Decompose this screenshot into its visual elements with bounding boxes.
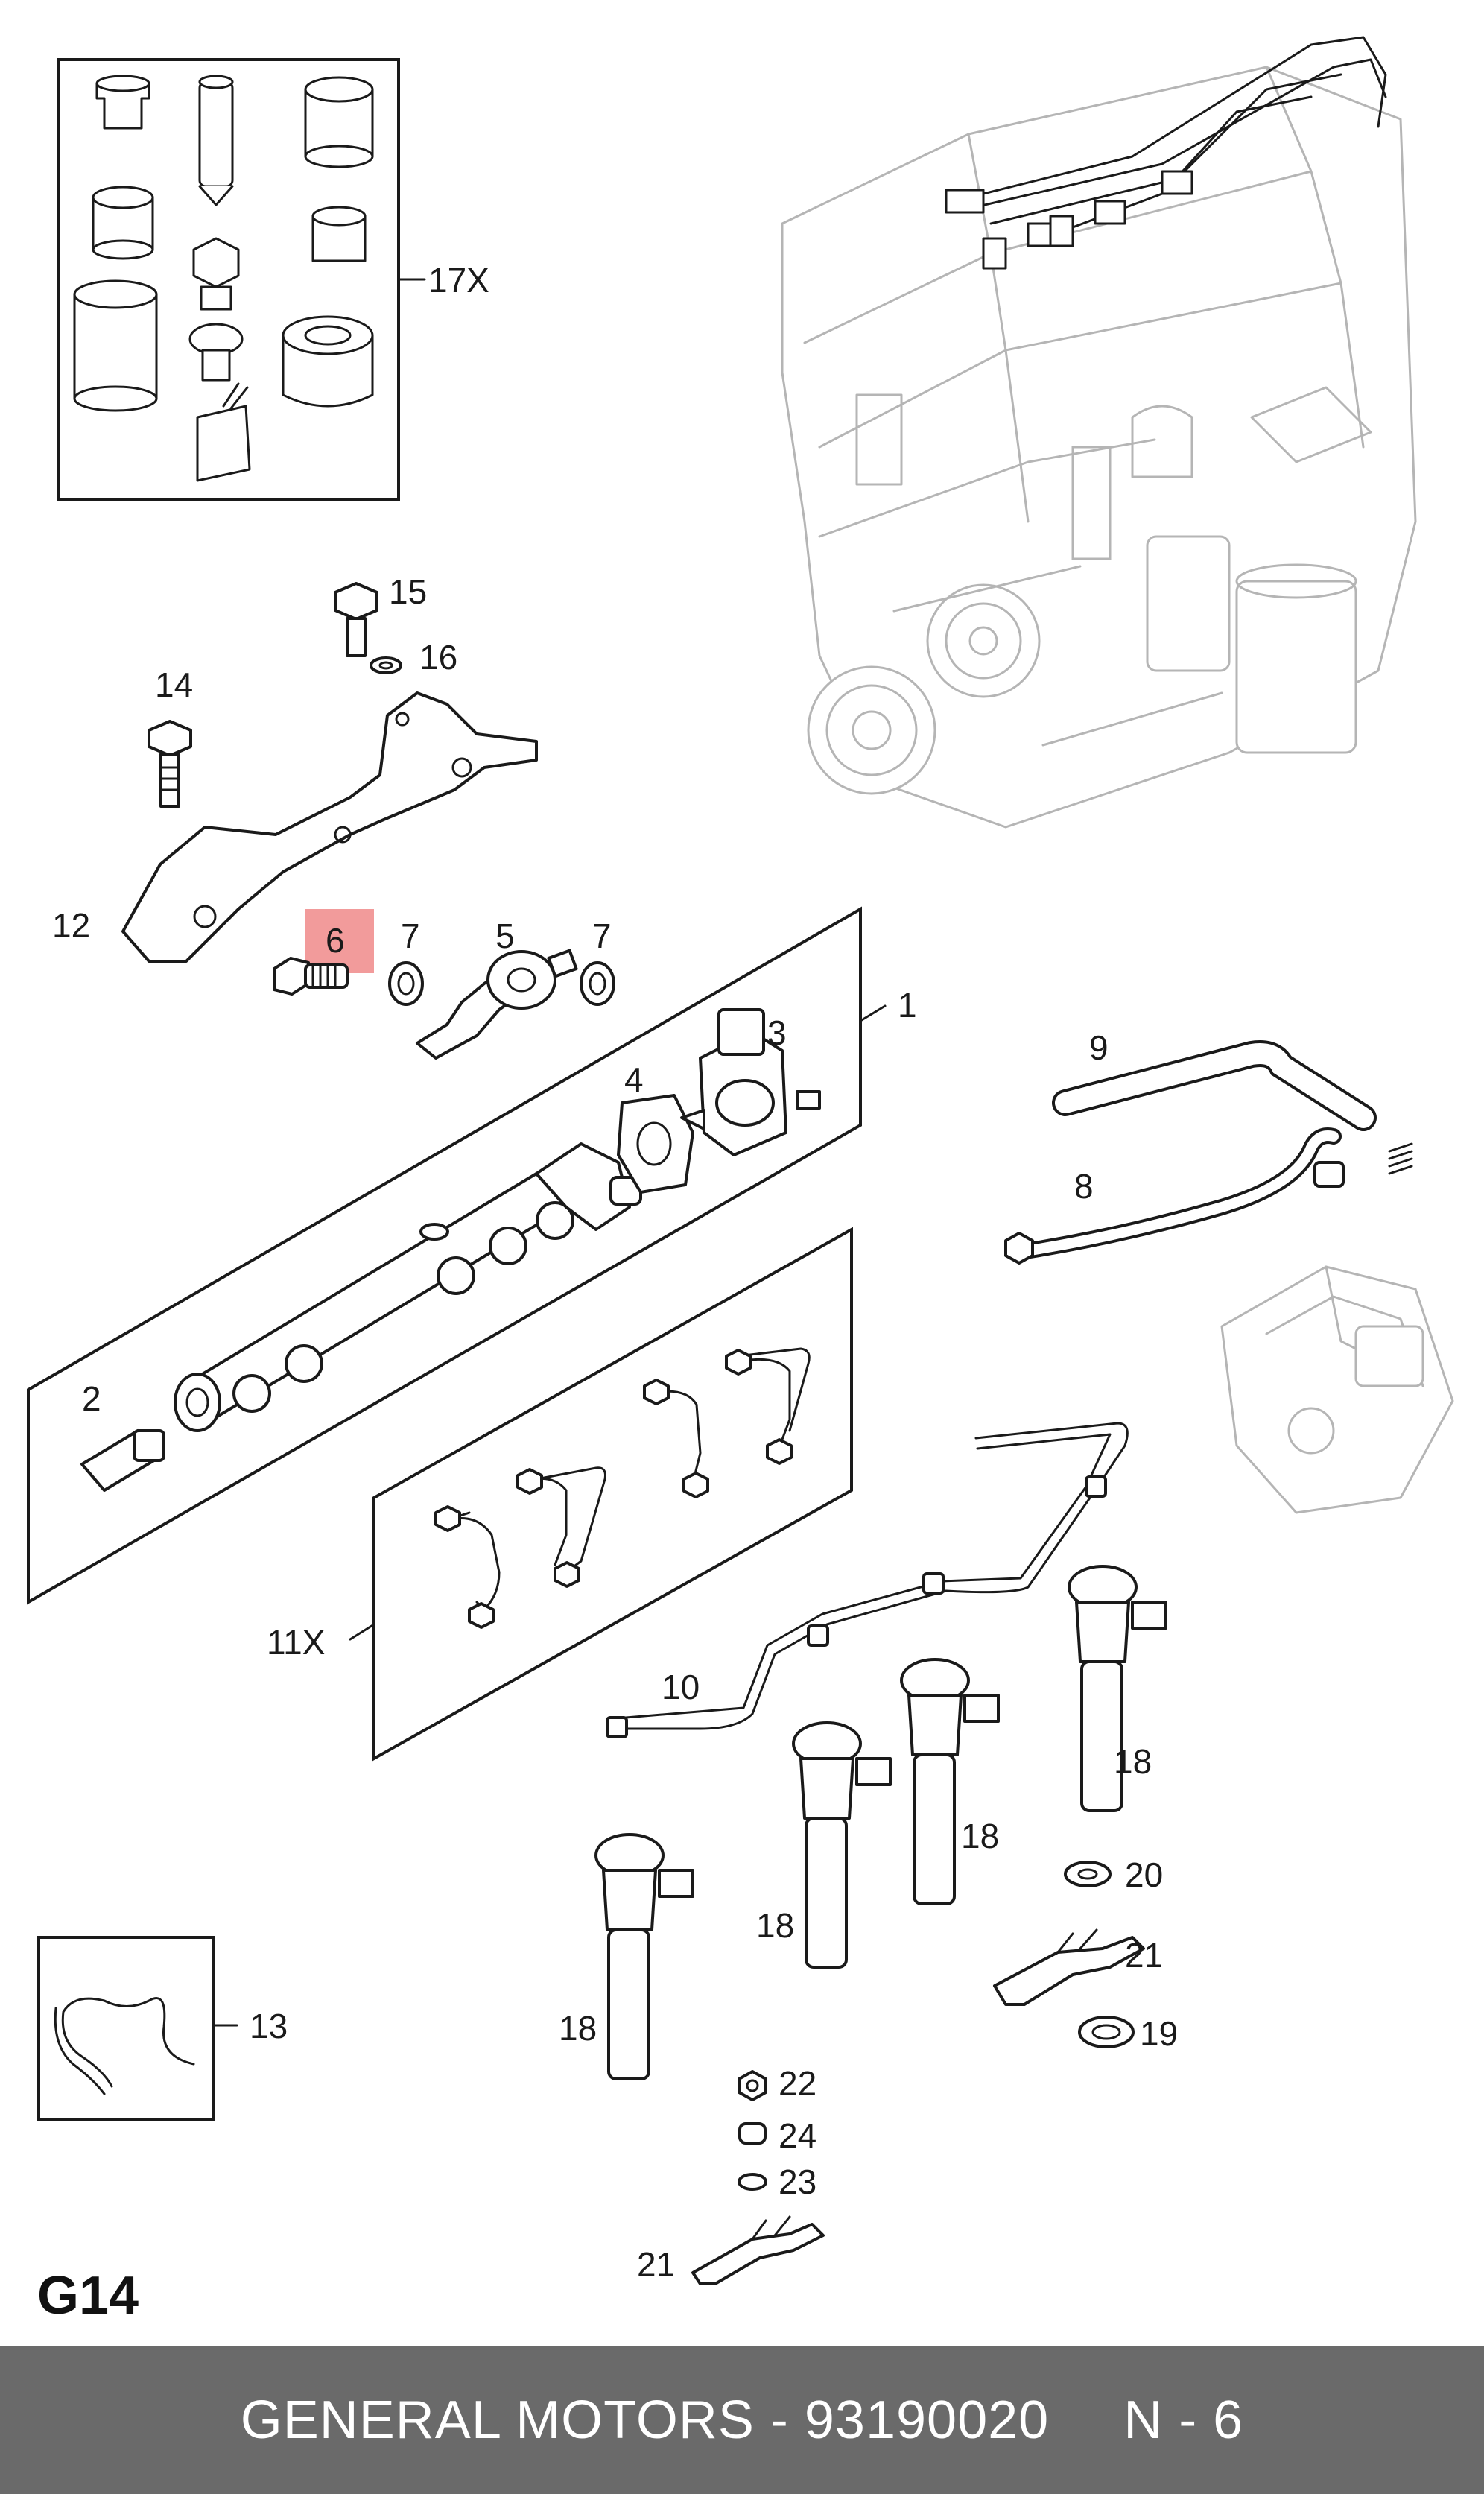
callout-18b: 18 (961, 1817, 999, 1855)
callout-12: 12 (52, 906, 90, 945)
diagram-code: G14 (37, 2266, 139, 2326)
callout-22: 22 (779, 2064, 816, 2103)
part-number-text: GENERAL MOTORS - 93190020 (240, 2390, 1050, 2450)
callout-20: 20 (1125, 1855, 1163, 1894)
callout-9: 9 (1089, 1028, 1109, 1067)
kit-box-17x: 17X (57, 58, 489, 501)
highlight-box (305, 909, 374, 973)
leak-off-line-group: 10 (606, 1422, 1129, 1738)
callout-23: 23 (779, 2162, 816, 2201)
small-parts-group: 20 21 19 22 24 23 21 (637, 1855, 1178, 2285)
callout-18c: 18 (756, 1906, 794, 1945)
callout-17x: 17X (428, 261, 489, 300)
callout-7b: 7 (592, 917, 612, 955)
callout-1: 1 (898, 986, 917, 1025)
fuel-rail-group: 1 2 4 3 (27, 906, 917, 1605)
callout-21a: 21 (1125, 1936, 1163, 1975)
clip-box-13: 13 (37, 1936, 288, 2121)
high-pressure-pump-illustration (1220, 1265, 1454, 1514)
callout-15: 15 (389, 572, 427, 611)
injector-4: 18 (559, 1833, 694, 2080)
injector-2: 18 (900, 1658, 1000, 1905)
callout-2: 2 (82, 1379, 101, 1418)
injection-lines-group: 11X (267, 1227, 853, 1762)
fuel-lines-on-engine (945, 36, 1387, 270)
banjo-bolt-group: 6 7 7 5 (273, 909, 615, 1060)
callout-10: 10 (662, 1668, 700, 1706)
callout-5: 5 (495, 917, 515, 955)
injector-3: 18 (756, 1721, 892, 1969)
callout-3: 3 (767, 1013, 787, 1052)
bracket-group: 12 14 15 16 (52, 572, 538, 963)
callout-21b: 21 (637, 2245, 675, 2284)
callout-13: 13 (250, 2007, 288, 2045)
footer-bar: GENERAL MOTORS - 93190020 N - 6 (0, 2346, 1484, 2494)
injector-1: 18 (1068, 1565, 1167, 1812)
callout-6: 6 (326, 921, 345, 960)
callout-18a: 18 (1114, 1742, 1152, 1781)
engine-assembly-illustration (781, 36, 1417, 829)
callout-8: 8 (1074, 1167, 1094, 1206)
callout-18d: 18 (559, 2009, 597, 2048)
position-text: N - 6 (1123, 2390, 1244, 2450)
callout-11x: 11X (267, 1623, 325, 1662)
return-hoses-group: 9 8 (1004, 1028, 1454, 1514)
callout-19: 19 (1140, 2014, 1178, 2053)
callout-7a: 7 (401, 917, 420, 955)
callout-4: 4 (624, 1060, 644, 1099)
callout-24: 24 (779, 2116, 816, 2155)
injectors-group: 18 18 18 18 (559, 1565, 1167, 2080)
callout-14: 14 (155, 665, 193, 704)
callout-16: 16 (419, 638, 457, 677)
